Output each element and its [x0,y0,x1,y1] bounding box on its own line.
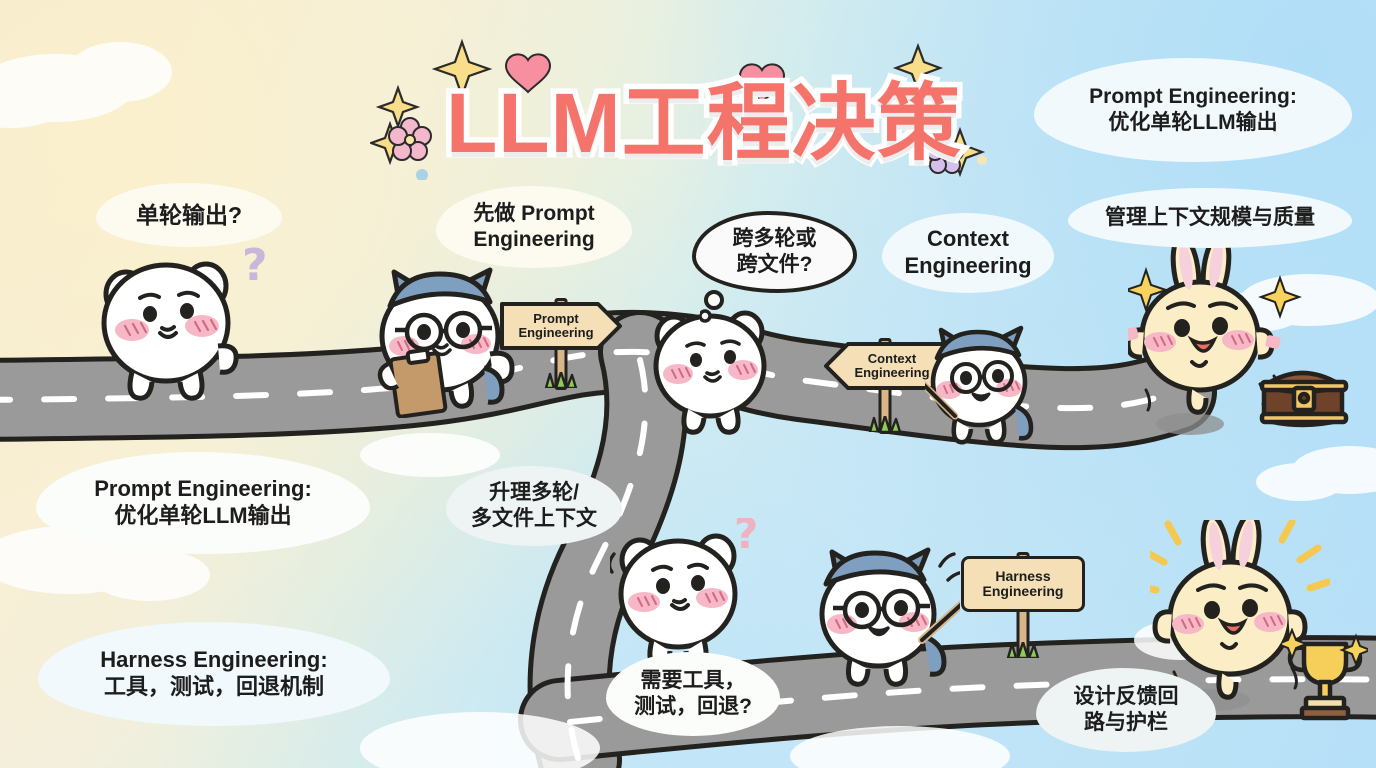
grass-tuft [868,416,902,432]
character-rabbit-happy-2 [1150,520,1330,700]
title-decorations [370,38,987,180]
bubble-harness-engineering-def: Harness Engineering: 工具，测试，回退机制 [38,622,390,726]
character-rabbit-happy-1 [1128,244,1302,415]
page-title: LLM工程决策 [441,56,967,177]
bubble-context-engineering: Context Engineering [882,213,1054,293]
bubble-need-tools-question: 需要工具， 测试，回退? [606,652,780,736]
bubble-prompt-engineering-top-text: Prompt Engineering: 优化单轮LLM输出 [1089,85,1297,134]
sign-prompt-engineering[interactable]: Prompt Engineering [498,294,624,390]
bubble-do-prompt-engineering-text: 先做 Prompt Engineering [473,202,595,251]
bubble-manage-context-text: 管理上下文规模与质量 [1105,206,1315,230]
prop-treasure-chest [1259,370,1349,428]
svg-text:?: ? [242,240,267,291]
bubble-prompt-engineering-def: Prompt Engineering: 优化单轮LLM输出 [36,452,370,554]
bubble-context-engineering-text: Context Engineering [904,226,1032,278]
bubble-single-turn-question-text: 单轮输出? [135,201,243,228]
bubble-design-feedback-text: 设计反馈回 路与护栏 [1073,685,1179,734]
bubble-design-feedback: 设计反馈回 路与护栏 [1036,668,1216,752]
bubble-prompt-engineering-top: Prompt Engineering: 优化单轮LLM输出 [1034,58,1352,162]
sign-prompt-engineering-label: Prompt Engineering [518,310,594,340]
sign-context-engineering[interactable]: Context Engineering [822,334,948,434]
thought-bubble-tail [700,290,724,323]
prop-trophy [1282,628,1368,721]
page-title-text: LLM工程决策 [441,71,967,176]
bubble-handle-multi-context-text: 升理多轮/ 多文件上下文 [471,481,597,530]
sign-harness-engineering[interactable]: Harness Engineering [958,548,1088,658]
bubble-single-turn-question: 单轮输出? [96,183,282,247]
bubble-multi-turn-question-text: 跨多轮或 跨文件? [732,227,817,276]
character-cat-scholar-3 [819,547,960,687]
sign-context-engineering-label: Context Engineering [854,350,930,380]
bubble-multi-turn-question: 跨多轮或 跨文件? [692,211,857,293]
bubble-need-tools-question-text: 需要工具， 测试，回退? [634,669,752,718]
bubble-handle-multi-context: 升理多轮/ 多文件上下文 [446,466,622,546]
character-cat-scholar-2 [925,325,1034,445]
bubble-do-prompt-engineering: 先做 Prompt Engineering [436,186,632,268]
character-cat-scholar-1 [377,267,515,418]
character-bear-confused-1: ? [101,240,267,401]
bubble-prompt-engineering-def-text: Prompt Engineering: 优化单轮LLM输出 [94,476,312,528]
signpost-arrow-right [500,302,622,350]
sign-harness-engineering-label: Harness Engineering [961,556,1085,612]
bubble-manage-context: 管理上下文规模与质量 [1068,188,1352,248]
grass-tuft [1006,642,1040,658]
bubble-harness-engineering-def-text: Harness Engineering: 工具，测试，回退机制 [100,647,328,699]
grass-tuft [544,372,578,388]
svg-text:?: ? [734,518,758,558]
